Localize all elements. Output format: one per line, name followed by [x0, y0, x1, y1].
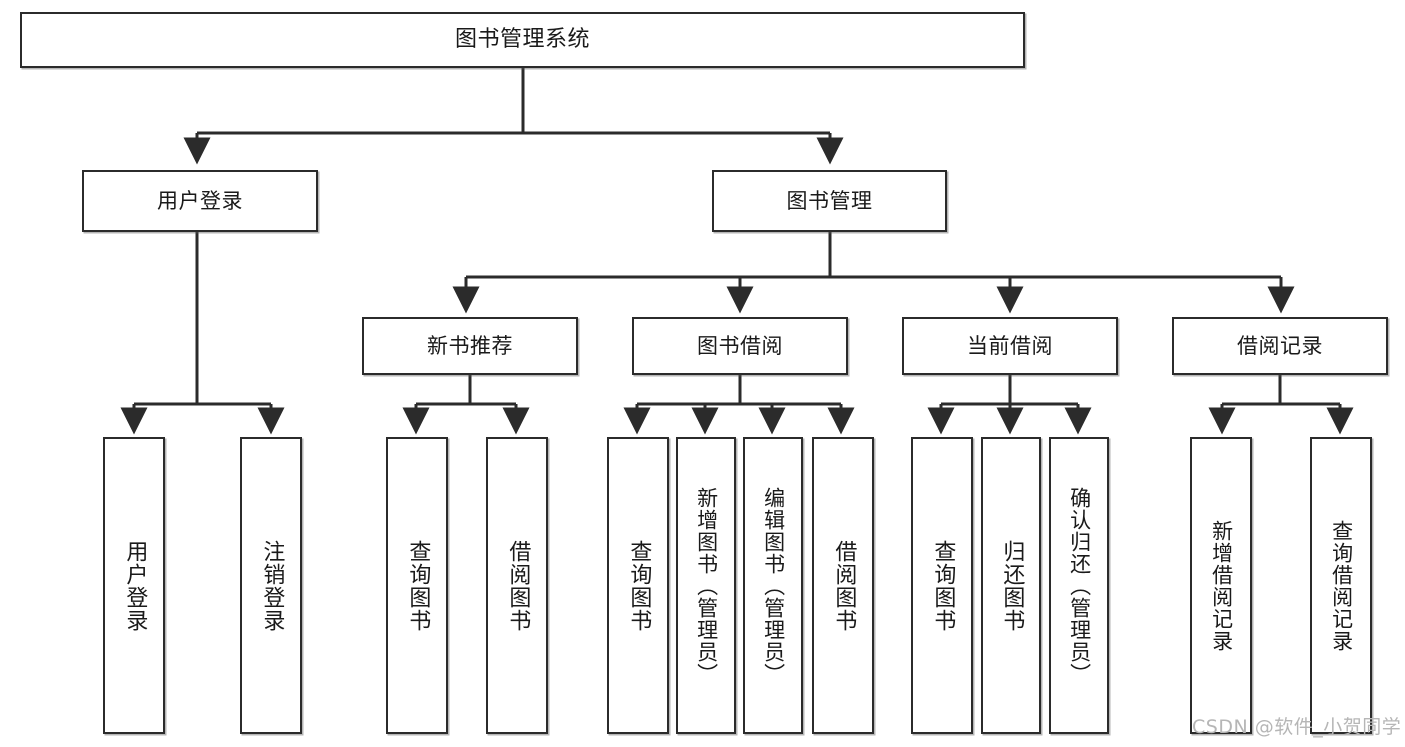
- node-label: 图书借阅: [697, 333, 783, 358]
- node-label: 借阅图书: [831, 539, 857, 632]
- node-root-system[interactable]: 图书管理系统: [20, 12, 1025, 68]
- leaf-user-login[interactable]: 用户登录: [103, 437, 165, 734]
- node-user-login[interactable]: 用户登录: [82, 170, 318, 232]
- node-label: 查询借阅记录: [1329, 519, 1354, 652]
- leaf-return-book[interactable]: 归还图书: [981, 437, 1041, 734]
- leaf-query-book-recommend[interactable]: 查询图书: [386, 437, 448, 734]
- node-borrow-record[interactable]: 借阅记录: [1172, 317, 1388, 375]
- node-label: 注销登录: [259, 539, 285, 632]
- node-book-manage[interactable]: 图书管理: [712, 170, 947, 232]
- node-label: 新书推荐: [427, 333, 513, 358]
- leaf-edit-book-admin[interactable]: 编辑图书（管理员）: [743, 437, 803, 734]
- node-label: 查询图书: [930, 539, 956, 632]
- node-label: 新增图书（管理员）: [694, 486, 719, 685]
- node-label: 查询图书: [626, 539, 652, 632]
- node-label: 借阅记录: [1237, 333, 1323, 358]
- node-label: 新增借阅记录: [1209, 519, 1234, 652]
- leaf-query-borrow-record[interactable]: 查询借阅记录: [1310, 437, 1372, 734]
- node-label: 用户登录: [122, 539, 148, 632]
- leaf-query-book-borrow[interactable]: 查询图书: [607, 437, 669, 734]
- node-label: 用户登录: [157, 188, 243, 213]
- node-label: 当前借阅: [967, 333, 1053, 358]
- node-label: 查询图书: [405, 539, 431, 632]
- node-new-book-recommend[interactable]: 新书推荐: [362, 317, 578, 375]
- node-current-borrow[interactable]: 当前借阅: [902, 317, 1118, 375]
- node-label: 确认归还（管理员）: [1067, 486, 1092, 685]
- node-label: 归还图书: [999, 539, 1025, 632]
- leaf-borrow-book-recommend[interactable]: 借阅图书: [486, 437, 548, 734]
- leaf-confirm-return-admin[interactable]: 确认归还（管理员）: [1049, 437, 1109, 734]
- leaf-query-book-current[interactable]: 查询图书: [911, 437, 973, 734]
- leaf-borrow-book-borrow[interactable]: 借阅图书: [812, 437, 874, 734]
- leaf-logout-login[interactable]: 注销登录: [240, 437, 302, 734]
- leaf-add-book-admin[interactable]: 新增图书（管理员）: [676, 437, 736, 734]
- node-label: 图书管理: [786, 188, 873, 213]
- leaf-add-borrow-record[interactable]: 新增借阅记录: [1190, 437, 1252, 734]
- node-label: 图书管理系统: [454, 27, 590, 53]
- node-label: 编辑图书（管理员）: [761, 486, 786, 685]
- node-book-borrow[interactable]: 图书借阅: [632, 317, 848, 375]
- node-label: 借阅图书: [505, 539, 531, 632]
- csdn-watermark: CSDN @软件_小贺同学: [1192, 716, 1402, 738]
